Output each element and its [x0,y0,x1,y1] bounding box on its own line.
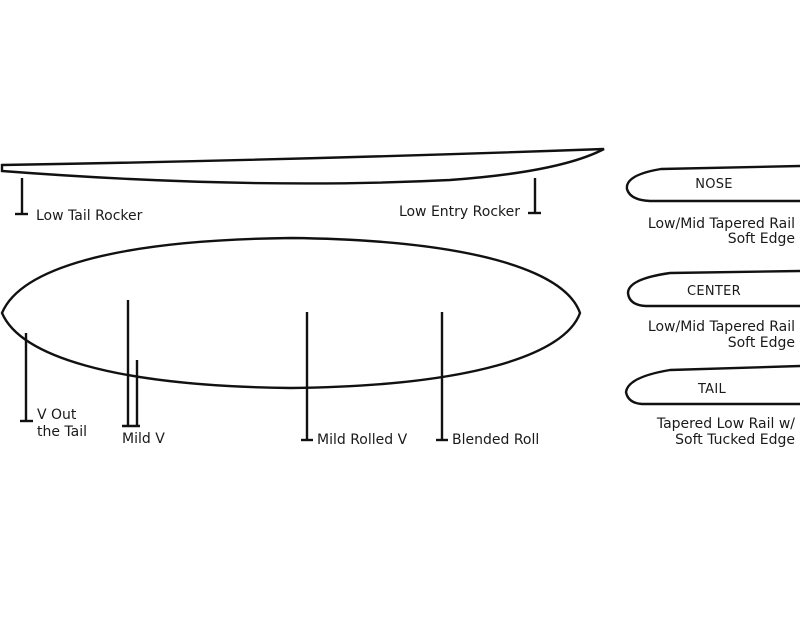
entry-rocker-label: Low Entry Rocker [399,204,520,220]
v-out-tail-label-line2: the Tail [37,424,87,440]
board-side-profile [0,147,605,185]
nose-rail-desc-line1: Low/Mid Tapered Rail [648,216,795,232]
entry-rocker-marker [528,178,541,215]
mild-rolled-v-label: Mild Rolled V [317,432,408,448]
v-out-tail-label-line1: V Out [37,407,77,423]
center-rail-desc-line1: Low/Mid Tapered Rail [648,319,795,335]
center-rail-title: CENTER [687,284,741,299]
tail-rocker-marker [15,178,28,216]
nose-rail-desc-line2: Soft Edge [728,231,795,247]
nose-rail-title: NOSE [695,177,733,192]
mild-rolled-v-marker [301,312,313,442]
mild-v-marker [122,300,140,428]
rail-profile-tail: TAIL Tapered Low Rail w/ Soft Tucked Edg… [624,364,800,448]
tail-rail-desc-line1: Tapered Low Rail w/ [656,416,795,432]
v-out-tail-marker [20,333,33,423]
tail-rocker-label: Low Tail Rocker [36,208,143,224]
blended-roll-marker [436,312,448,442]
tail-rail-desc-line2: Soft Tucked Edge [675,432,795,448]
nose-rail-shape [625,164,800,203]
tail-rail-title: TAIL [697,382,727,397]
blended-roll-label: Blended Roll [452,432,539,448]
mild-v-label: Mild V [122,431,165,447]
tail-rail-shape [624,364,800,406]
board-bottom-cross-section [0,236,582,390]
center-rail-shape [626,269,800,308]
rail-profile-nose: NOSE Low/Mid Tapered Rail Soft Edge [625,164,800,247]
rail-profile-center: CENTER Low/Mid Tapered Rail Soft Edge [626,269,800,351]
rocker-profile: Low Tail Rocker Low Entry Rocker [0,147,605,224]
center-rail-desc-line2: Soft Edge [728,335,795,351]
bottom-contour: V Out the Tail Mild V Mild Rolled V Blen… [0,236,582,448]
